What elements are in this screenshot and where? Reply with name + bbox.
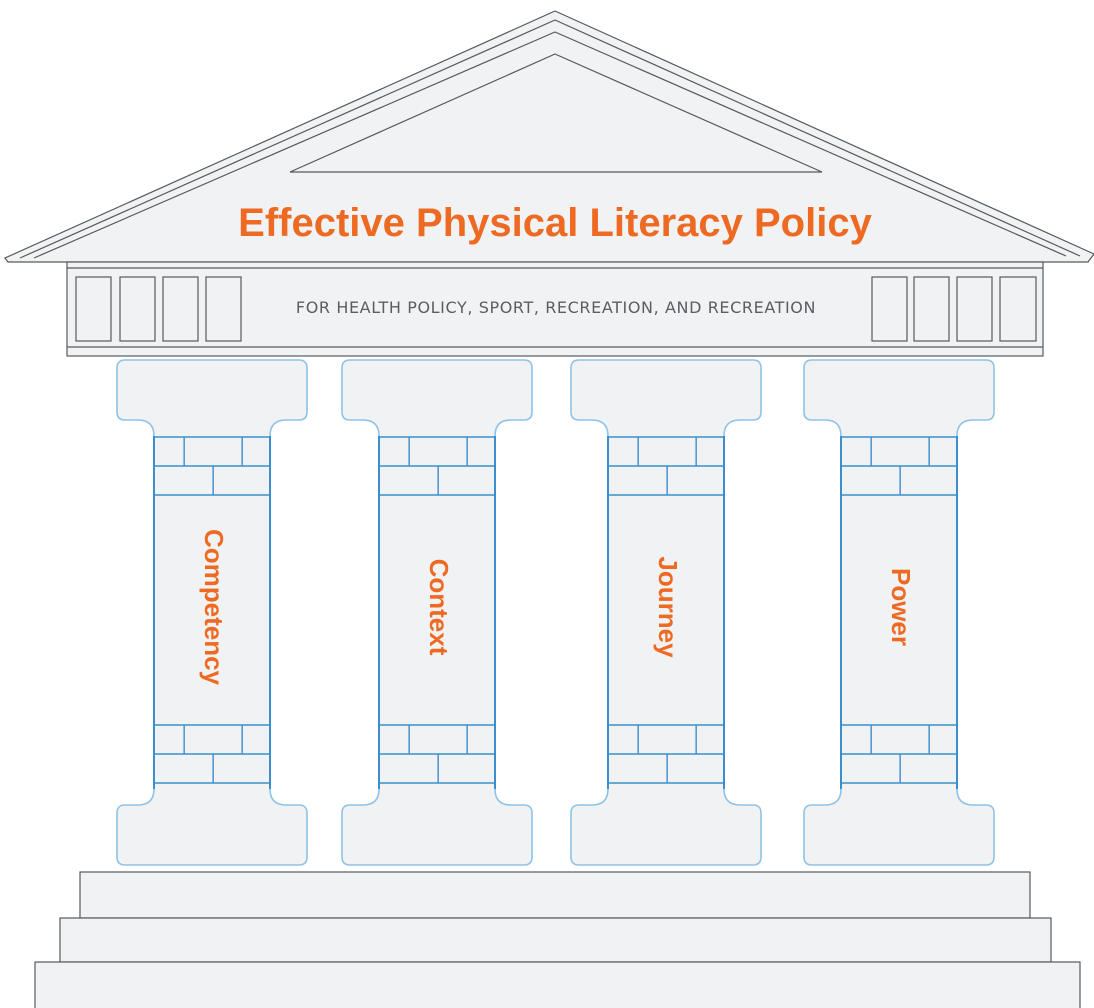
pillar-journey: Journey	[570, 359, 762, 866]
roof	[4, 10, 1094, 263]
temple-subtitle: FOR HEALTH POLICY, SPORT, RECREATION, AN…	[296, 298, 816, 317]
frieze-panel-left-3	[162, 276, 199, 342]
frieze	[66, 261, 1044, 357]
step-middle	[59, 917, 1052, 963]
pillar-outline	[570, 359, 762, 866]
frieze-panel-right-1	[871, 276, 908, 342]
pillar-label: Context	[424, 559, 454, 656]
frieze-panel-left-4	[205, 276, 242, 342]
pillar-bricks-bottom	[154, 724, 270, 784]
pillar-bricks-top	[841, 436, 957, 496]
pillar-outline	[803, 359, 995, 866]
step-top	[79, 871, 1031, 919]
pillar-outline	[341, 359, 533, 866]
pillar-label: Journey	[653, 556, 683, 658]
roof-inner-line-2	[33, 31, 1067, 259]
pillar-bricks-bottom	[379, 724, 495, 784]
pillar-competency: Competency	[116, 359, 308, 866]
pillars: Competency Context Journey Power	[116, 359, 995, 866]
frieze-panel-left-1	[75, 276, 112, 342]
pillar-bricks-top	[379, 436, 495, 496]
steps	[34, 871, 1081, 1008]
pillar-label: Competency	[199, 529, 229, 686]
pillar-bricks-bottom	[841, 724, 957, 784]
frieze-panel-right-2	[913, 276, 950, 342]
frieze-panel-left-2	[119, 276, 156, 342]
frieze-panel-right-4	[999, 276, 1037, 342]
step-bottom	[34, 961, 1081, 1008]
roof-inner-line-1	[19, 19, 1081, 259]
pillar-power: Power	[803, 359, 995, 866]
pillar-bricks-top	[154, 436, 270, 496]
pillar-outline	[116, 359, 308, 866]
pediment-triangle	[289, 53, 823, 173]
pillar-bricks-bottom	[608, 724, 724, 784]
pillar-label: Power	[886, 568, 916, 646]
pillar-bricks-top	[608, 436, 724, 496]
frieze-panel-right-3	[956, 276, 993, 342]
temple-title: Effective Physical Literacy Policy	[238, 201, 872, 245]
pillar-context: Context	[341, 359, 533, 866]
